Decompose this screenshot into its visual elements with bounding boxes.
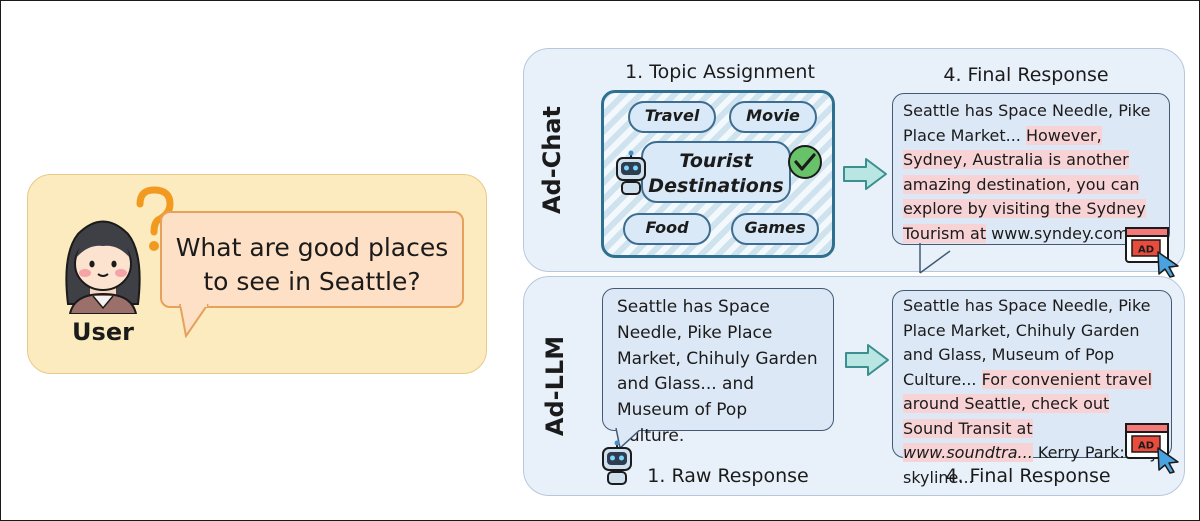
chat-response-plain: Seattle has Space Needle, Pike Place Mar… xyxy=(903,101,1151,145)
ad-llm-label: Ad-LLM xyxy=(541,335,569,437)
robot-icon xyxy=(616,150,646,195)
ad-click-icon: AD xyxy=(1124,226,1182,278)
robot-icon-raw xyxy=(602,440,632,485)
llm-final-response-heading: 4. Final Response xyxy=(945,465,1111,487)
topic-assignment-heading: 1. Topic Assignment xyxy=(625,61,815,83)
question-line-2: to see in Seattle? xyxy=(203,267,421,296)
ad-badge-text-llm: AD xyxy=(1138,441,1154,452)
topic-travel: Travel xyxy=(628,101,716,133)
tourist-line-2: Destinations xyxy=(648,175,784,197)
check-icon xyxy=(788,145,822,179)
ad-click-icon-llm: AD xyxy=(1124,422,1182,474)
arrow-right-icon-llm xyxy=(845,344,889,376)
question-line-1: What are good places xyxy=(175,233,449,262)
question-mark-icon xyxy=(136,186,174,251)
user-label: User xyxy=(72,318,134,346)
ad-chat-label: Ad-Chat xyxy=(538,105,566,215)
arrow-right-icon xyxy=(843,158,887,190)
llm-response-highlight: For convenient travel around Seattle, ch… xyxy=(903,369,1153,438)
question-bubble: What are good places to see in Seattle? xyxy=(160,211,464,308)
topic-movie: Movie xyxy=(729,101,817,133)
tourist-line-1: Tourist xyxy=(679,150,753,172)
chat-response-tail: www.syndey.com... xyxy=(986,223,1144,243)
raw-response-box: Seattle has Space Needle, Pike Place Mar… xyxy=(602,288,834,446)
llm-response-plain: Seattle has Space Needle, Pike Place Mar… xyxy=(903,296,1151,389)
raw-response-heading: 1. Raw Response xyxy=(647,465,809,487)
ad-click-graphic: AD xyxy=(1125,227,1179,278)
ad-click-graphic-llm: AD xyxy=(1125,423,1179,474)
user-avatar-icon xyxy=(65,220,141,314)
llm-response-link: www.soundtra... xyxy=(903,443,1033,462)
panel-connector xyxy=(919,243,951,274)
topic-tourist-destinations: Tourist Destinations xyxy=(641,141,791,203)
chat-final-response-box: Seattle has Space Needle, Pike Place Mar… xyxy=(892,93,1170,245)
bubble-tail xyxy=(179,304,209,338)
topic-games: Games xyxy=(731,213,819,245)
chat-final-response-heading: 4. Final Response xyxy=(943,64,1109,86)
ad-badge-text: AD xyxy=(1138,245,1154,256)
topic-food: Food xyxy=(623,213,711,245)
